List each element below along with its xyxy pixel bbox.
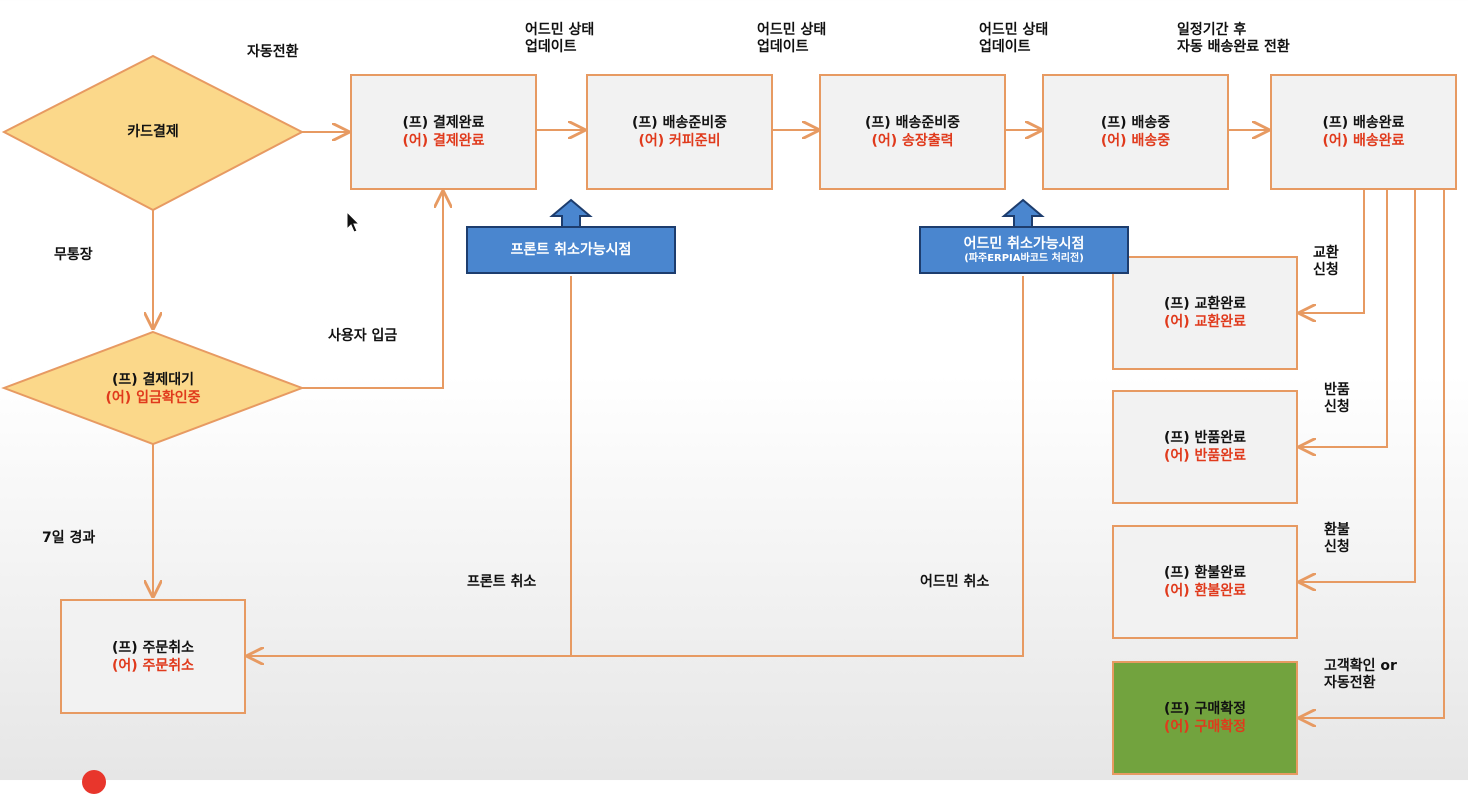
state-exchange-complete: (프) 교환완료 (어) 교환완료 — [1112, 256, 1298, 370]
admin-state: (어) 배송중 — [1100, 133, 1171, 149]
state-invoice-print: (프) 배송준비중 (어) 송장출력 — [819, 74, 1006, 190]
label-line: 어드민 상태 — [525, 22, 595, 38]
label-line: 어드민 상태 — [979, 22, 1049, 38]
label-line: 업데이트 — [979, 39, 1031, 55]
front-cancel-up-arrow — [549, 198, 593, 229]
mouse-cursor-icon — [346, 210, 361, 233]
admin-state: (어) 구매확정 — [1163, 719, 1247, 735]
label-auto-switch: 자동전환 — [247, 44, 299, 60]
front-state: (프) 구매확정 — [1163, 701, 1247, 717]
label-line: 신청 — [1324, 399, 1350, 415]
label-line: 자동 배송완료 전환 — [1177, 39, 1290, 55]
label-line: 신청 — [1313, 262, 1339, 278]
label-exchange-request: 교환 신청 — [1313, 245, 1339, 279]
front-state: (프) 환불완료 — [1163, 565, 1247, 581]
label-admin-cancel: 어드민 취소 — [920, 574, 990, 590]
label-admin-update-2: 어드민 상태 업데이트 — [757, 22, 826, 56]
state-purchase-confirmed: (프) 구매확정 (어) 구매확정 — [1112, 661, 1298, 775]
payment-wait-label: (프) 결제대기 (어) 입금확인중 — [60, 370, 246, 408]
card-payment-text: 카드결제 — [127, 124, 179, 140]
label-line: 업데이트 — [525, 39, 577, 55]
front-cancel-window-callout: 프론트 취소가능시점 — [466, 226, 676, 274]
front-state: (프) 반품완료 — [1163, 430, 1247, 446]
state-refund-complete: (프) 환불완료 (어) 환불완료 — [1112, 525, 1298, 639]
state-payment-complete: (프) 결제완료 (어) 결제완료 — [350, 74, 537, 190]
admin-cancel-up-arrow — [1001, 198, 1045, 229]
callout-subtitle: (파주ERPIA바코드 처리전) — [964, 253, 1084, 264]
label-line: 일정기간 후 — [1177, 22, 1247, 38]
recording-indicator — [82, 770, 106, 794]
admin-cancel-window-callout: 어드민 취소가능시점 (파주ERPIA바코드 처리전) — [919, 226, 1129, 274]
label-bank-transfer: 무통장 — [54, 247, 93, 263]
callout-title: 프론트 취소가능시점 — [510, 242, 632, 258]
front-state: (프) 배송준비중 — [865, 115, 960, 131]
admin-state: (어) 송장출력 — [871, 133, 954, 149]
label-auto-delivered: 일정기간 후 자동 배송완료 전환 — [1177, 22, 1290, 56]
label-line: 신청 — [1324, 539, 1350, 555]
label-seven-days: 7일 경과 — [42, 530, 96, 546]
label-line: 환불 — [1324, 522, 1350, 538]
front-state: (프) 주문취소 — [111, 639, 195, 656]
label-line: 고객확인 or — [1324, 658, 1397, 674]
card-payment-label: 카드결제 — [60, 120, 246, 144]
label-line: 업데이트 — [757, 39, 809, 55]
label-front-cancel: 프론트 취소 — [467, 574, 537, 590]
state-return-complete: (프) 반품완료 (어) 반품완료 — [1112, 390, 1298, 504]
admin-state: (어) 커피준비 — [638, 133, 721, 149]
label-line: 자동전환 — [1324, 675, 1376, 691]
state-delivered: (프) 배송완료 (어) 배송완료 — [1270, 74, 1457, 190]
admin-state: (어) 반품완료 — [1163, 448, 1247, 464]
label-refund-request: 환불 신청 — [1324, 522, 1350, 556]
label-admin-update-1: 어드민 상태 업데이트 — [525, 22, 594, 56]
front-state: (프) 배송중 — [1100, 115, 1171, 131]
admin-state: (어) 환불완료 — [1163, 583, 1247, 599]
label-return-request: 반품 신청 — [1324, 382, 1350, 416]
callout-title: 어드민 취소가능시점 — [963, 236, 1085, 252]
label-user-deposit: 사용자 입금 — [328, 328, 398, 344]
admin-state: (어) 교환완료 — [1163, 314, 1247, 330]
state-order-cancelled: (프) 주문취소 (어) 주문취소 — [60, 599, 246, 714]
front-state: (프) 교환완료 — [1163, 296, 1247, 312]
label-admin-update-3: 어드민 상태 업데이트 — [979, 22, 1048, 56]
admin-state: (어) 결제완료 — [402, 133, 485, 149]
label-line: 교환 — [1313, 245, 1339, 261]
payment-wait-front: (프) 결제대기 — [111, 372, 195, 388]
label-line: 어드민 상태 — [757, 22, 827, 38]
admin-state: (어) 배송완료 — [1322, 133, 1405, 149]
label-line: 반품 — [1324, 382, 1350, 398]
state-shipping-prep: (프) 배송준비중 (어) 커피준비 — [586, 74, 773, 190]
label-confirm-request: 고객확인 or 자동전환 — [1324, 658, 1397, 692]
front-state: (프) 배송완료 — [1322, 115, 1405, 131]
state-shipping: (프) 배송중 (어) 배송중 — [1042, 74, 1229, 190]
admin-state: (어) 주문취소 — [111, 657, 195, 674]
front-state: (프) 배송준비중 — [632, 115, 727, 131]
payment-wait-admin: (어) 입금확인중 — [105, 390, 201, 406]
front-state: (프) 결제완료 — [402, 115, 485, 131]
